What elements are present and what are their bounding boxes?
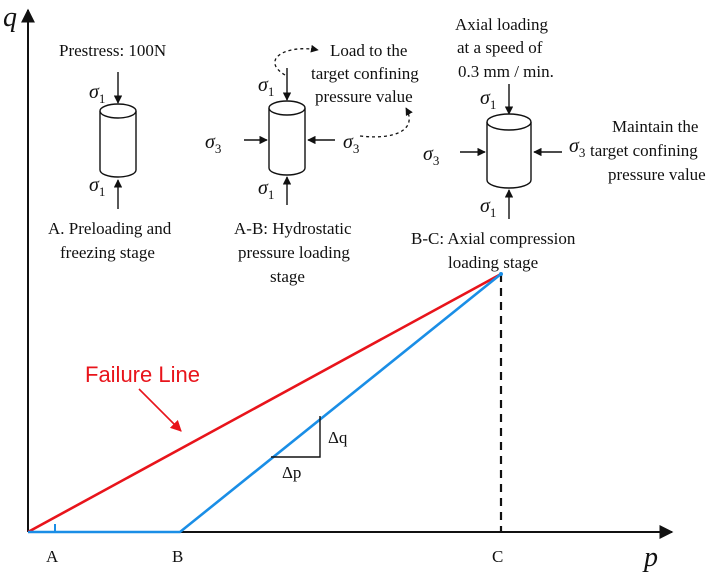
stage-bc-note-line2: at a speed of — [457, 38, 543, 57]
specimen-cylinder-body — [99, 111, 137, 178]
point-b-label: B — [172, 547, 183, 566]
sigma1-top-symbol: σ1 — [480, 87, 496, 112]
sigma3-right-symbol: σ3 — [343, 131, 359, 156]
sigma1-top-symbol: σ1 — [89, 81, 105, 106]
point-c-marker — [499, 272, 503, 276]
specimen-cylinder-top — [268, 100, 306, 116]
stage-ab-note-line1: Load to the — [330, 41, 407, 60]
p-axis-label: p — [642, 542, 658, 573]
stage-bc-side-line2: target confining — [590, 141, 698, 160]
stage-a-caption-line2: freezing stage — [60, 243, 155, 262]
specimen-cylinder-top — [99, 103, 137, 119]
stage-ab-caption-line1: A-B: Hydrostatic — [234, 219, 352, 238]
stage-bc-note-line1: Axial loading — [455, 15, 549, 34]
stage-ab-specimen: σ1 σ3 σ3 σ1 Load to the target confining… — [205, 41, 419, 286]
stage-bc-note-line3: 0.3 mm / min. — [458, 62, 554, 81]
stage-bc-caption-line1: B-C: Axial compression — [411, 229, 576, 248]
delta-q-label: Δq — [328, 428, 348, 447]
failure-line-label: Failure Line — [85, 362, 200, 387]
stage-bc-caption-line2: loading stage — [448, 253, 538, 272]
stage-ab-caption-line3: stage — [270, 267, 305, 286]
failure-line — [27, 272, 502, 534]
stage-a-caption-line1: A. Preloading and — [48, 219, 172, 238]
point-c-label: C — [492, 547, 503, 566]
stage-ab-caption-line2: pressure loading — [238, 243, 350, 262]
sigma3-right-symbol: σ3 — [569, 135, 585, 160]
stage-bc-specimen: Axial loading at a speed of 0.3 mm / min… — [411, 15, 706, 272]
stress-path-line — [28, 272, 502, 534]
slope-triangle-legs — [271, 416, 321, 458]
q-axis-label: q — [3, 2, 17, 33]
stage-ab-note-line3: pressure value — [315, 87, 413, 106]
load-arrow-dashed-top — [274, 44, 319, 76]
stage-ab-note-line2: target confining — [311, 64, 419, 83]
stage-bc-side-line1: Maintain the — [612, 117, 698, 136]
slope-triangle: Δq Δp — [271, 416, 348, 482]
failure-line-pointer-arrow — [138, 388, 182, 432]
load-arrow-dashed-bottom — [359, 107, 413, 138]
sigma1-bottom-symbol: σ1 — [480, 195, 496, 220]
prestress-label: Prestress: 100N — [59, 41, 166, 60]
sigma1-bottom-symbol: σ1 — [258, 177, 274, 202]
delta-p-label: Δp — [282, 463, 301, 482]
stage-bc-side-line3: pressure value — [608, 165, 706, 184]
specimen-cylinder-body — [268, 108, 306, 176]
specimen-cylinder-top — [486, 113, 532, 131]
sigma1-bottom-symbol: σ1 — [89, 174, 105, 199]
specimen-cylinder-body — [486, 122, 532, 189]
stage-a-specimen: Prestress: 100N σ1 σ1 A. Preloading and … — [48, 41, 172, 262]
point-a-label: A — [46, 547, 59, 566]
sigma3-left-symbol: σ3 — [423, 143, 439, 168]
sigma3-left-symbol: σ3 — [205, 131, 221, 156]
sigma1-top-symbol: σ1 — [258, 74, 274, 99]
